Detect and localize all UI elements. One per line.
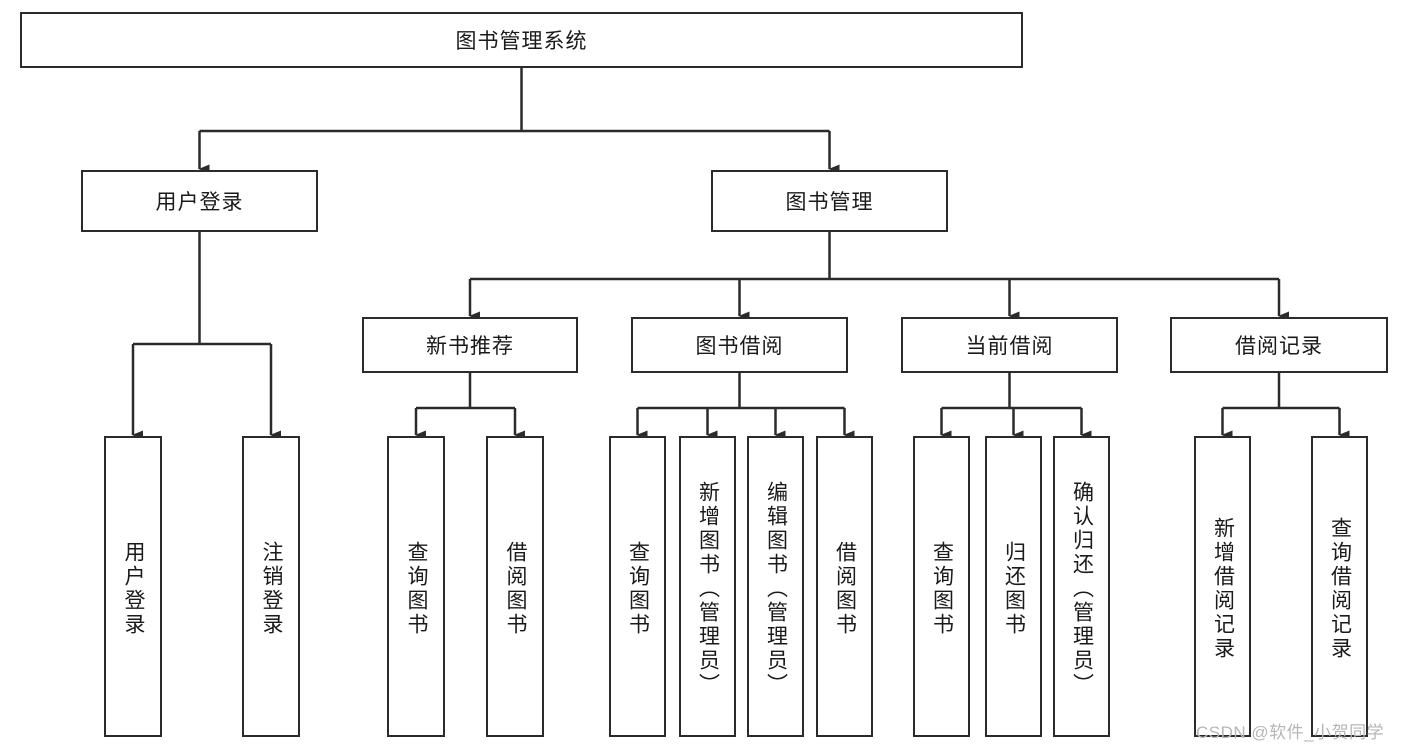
node-label: 图书管理 bbox=[785, 191, 874, 214]
node-label: 新增图书（管理员） bbox=[696, 480, 720, 697]
node-new-book-recommend[interactable]: 新书推荐 bbox=[362, 317, 578, 373]
node-book-management[interactable]: 图书管理 bbox=[711, 170, 948, 232]
node-leaf-return-book[interactable]: 归还图书 bbox=[985, 436, 1042, 737]
node-label: 查询图书 bbox=[930, 540, 954, 637]
node-label: 新书推荐 bbox=[426, 335, 514, 358]
node-label: 用户登录 bbox=[155, 191, 244, 214]
node-current-borrow[interactable]: 当前借阅 bbox=[901, 317, 1118, 373]
watermark-label: CSDN @软件_小贺同学 bbox=[1196, 723, 1385, 742]
node-label: 用户登录 bbox=[122, 540, 146, 637]
node-leaf-confirm-return-admin[interactable]: 确认归还（管理员） bbox=[1053, 436, 1110, 737]
node-label: 编辑图书（管理员） bbox=[764, 480, 788, 697]
node-label: 注销登录 bbox=[260, 540, 284, 637]
node-label: 当前借阅 bbox=[965, 335, 1054, 358]
node-leaf-query-borrow-record[interactable]: 查询借阅记录 bbox=[1311, 436, 1368, 737]
node-label: 查询图书 bbox=[626, 540, 650, 637]
node-borrow-record[interactable]: 借阅记录 bbox=[1170, 317, 1388, 373]
node-leaf-borrow-book-1[interactable]: 借阅图书 bbox=[486, 436, 544, 737]
node-leaf-borrow-book-2[interactable]: 借阅图书 bbox=[816, 436, 873, 737]
node-label: 新增借阅记录 bbox=[1211, 516, 1235, 661]
node-leaf-edit-book-admin[interactable]: 编辑图书（管理员） bbox=[747, 436, 804, 737]
node-user-login[interactable]: 用户登录 bbox=[81, 170, 318, 232]
node-label: 确认归还（管理员） bbox=[1070, 480, 1094, 697]
node-label: 查询图书 bbox=[405, 540, 429, 637]
node-leaf-logout-login[interactable]: 注销登录 bbox=[242, 436, 300, 737]
node-root[interactable]: 图书管理系统 bbox=[20, 12, 1023, 68]
node-leaf-query-book-3[interactable]: 查询图书 bbox=[913, 436, 970, 737]
node-label: 图书管理系统 bbox=[455, 30, 588, 53]
node-leaf-query-book-2[interactable]: 查询图书 bbox=[609, 436, 666, 737]
node-label: 查询借阅记录 bbox=[1328, 516, 1352, 661]
node-leaf-query-book-1[interactable]: 查询图书 bbox=[387, 436, 445, 737]
node-label: 借阅图书 bbox=[504, 540, 528, 637]
node-leaf-add-book-admin[interactable]: 新增图书（管理员） bbox=[679, 436, 736, 737]
node-label: 借阅图书 bbox=[833, 540, 857, 637]
node-label: 归还图书 bbox=[1002, 540, 1026, 637]
connector-paths bbox=[131, 68, 1350, 440]
node-label: 借阅记录 bbox=[1235, 335, 1323, 358]
node-label: 图书借阅 bbox=[695, 335, 784, 358]
node-leaf-add-borrow-record[interactable]: 新增借阅记录 bbox=[1194, 436, 1251, 737]
node-book-borrow[interactable]: 图书借阅 bbox=[631, 317, 848, 373]
node-leaf-user-login[interactable]: 用户登录 bbox=[104, 436, 162, 737]
